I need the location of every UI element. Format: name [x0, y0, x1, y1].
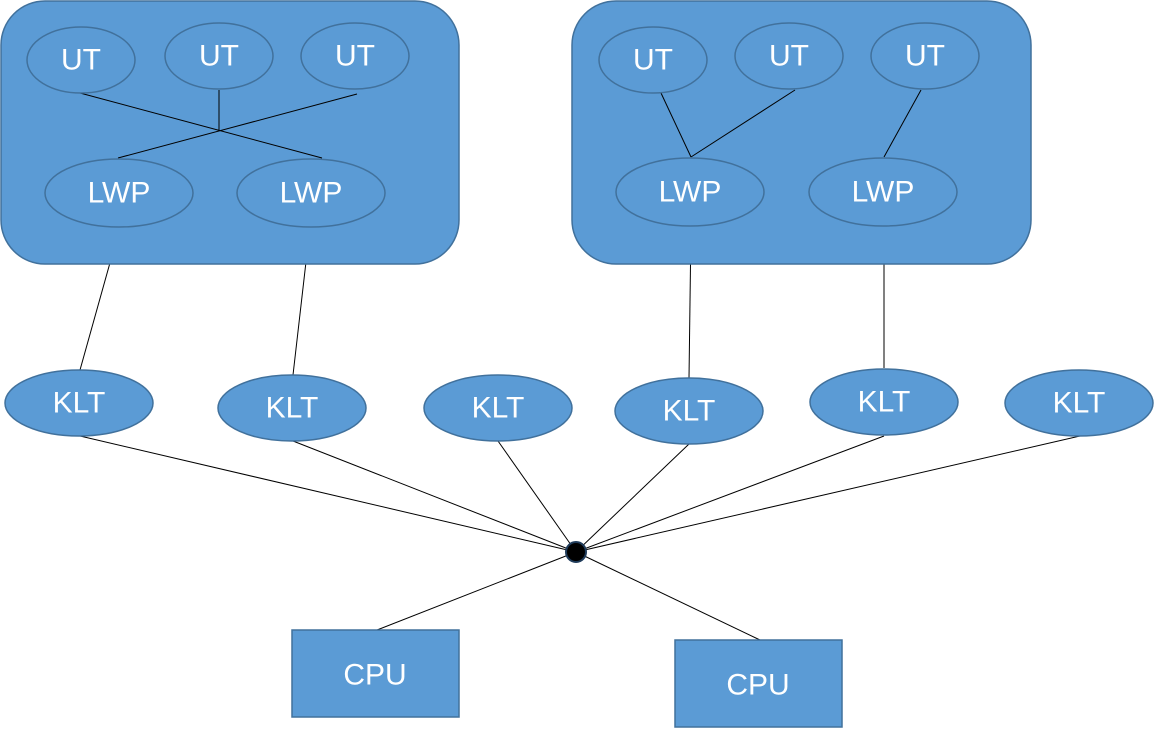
user-thread-label: UT [335, 40, 375, 73]
user-thread-1: UT [26, 26, 136, 94]
link-klt6-hub [575, 435, 1081, 553]
lwp-3: LWP [615, 157, 765, 227]
user-thread-3: UT [300, 22, 410, 90]
lwp-label: LWP [88, 177, 151, 210]
kernel-thread-1: KLT [4, 369, 154, 437]
link-hub-cpu1 [376, 551, 577, 631]
cpu-label: CPU [343, 659, 406, 692]
user-thread-label: UT [769, 40, 809, 73]
user-thread-label: UT [61, 44, 101, 77]
kernel-thread-label: KLT [663, 395, 716, 428]
link-klt1-hub [79, 435, 577, 553]
inner-link-ut1-lwp2 [79, 92, 323, 159]
kernel-thread-label: KLT [53, 387, 106, 420]
link-klt4-hub [575, 443, 690, 553]
user-thread-label: UT [633, 44, 673, 77]
lwp-label: LWP [280, 177, 343, 210]
inner-link-ut3-lwp1 [117, 93, 358, 159]
process-1-links [79, 90, 358, 159]
link-klt5-hub [575, 435, 885, 553]
cpu-label: CPU [726, 669, 789, 702]
link-hub-cpu2 [575, 551, 761, 641]
process-2-links [660, 89, 922, 158]
kernel-thread-5: KLT [809, 368, 959, 436]
link-klt2-hub [292, 440, 577, 553]
kernel-thread-3: KLT [423, 374, 573, 442]
cpu-1: CPU [291, 629, 460, 718]
link-klt3-hub [497, 440, 577, 553]
lwp-label: LWP [852, 176, 915, 209]
kernel-thread-4: KLT [614, 377, 764, 445]
user-thread-2: UT [164, 22, 274, 90]
kernel-thread-label: KLT [266, 392, 319, 425]
lwp-label: LWP [659, 176, 722, 209]
lwp-4: LWP [808, 157, 958, 227]
kernel-thread-2: KLT [217, 374, 367, 442]
user-thread-6: UT [870, 22, 980, 90]
kernel-thread-6: KLT [1004, 369, 1154, 437]
user-thread-label: UT [199, 40, 239, 73]
user-thread-4: UT [598, 26, 708, 94]
inner-link-ut6-lwp4 [883, 89, 922, 158]
lwp-2: LWP [236, 158, 386, 228]
cpu-2: CPU [674, 639, 843, 728]
lwp-1: LWP [44, 158, 194, 228]
user-thread-label: UT [905, 40, 945, 73]
kernel-thread-label: KLT [472, 392, 525, 425]
inner-link-ut4-lwp3 [660, 92, 692, 158]
scheduler-hub-dot [565, 541, 587, 563]
kernel-thread-label: KLT [858, 386, 911, 419]
inner-link-ut5-lwp3 [690, 89, 796, 158]
kernel-thread-label: KLT [1053, 387, 1106, 420]
user-thread-5: UT [734, 22, 844, 90]
